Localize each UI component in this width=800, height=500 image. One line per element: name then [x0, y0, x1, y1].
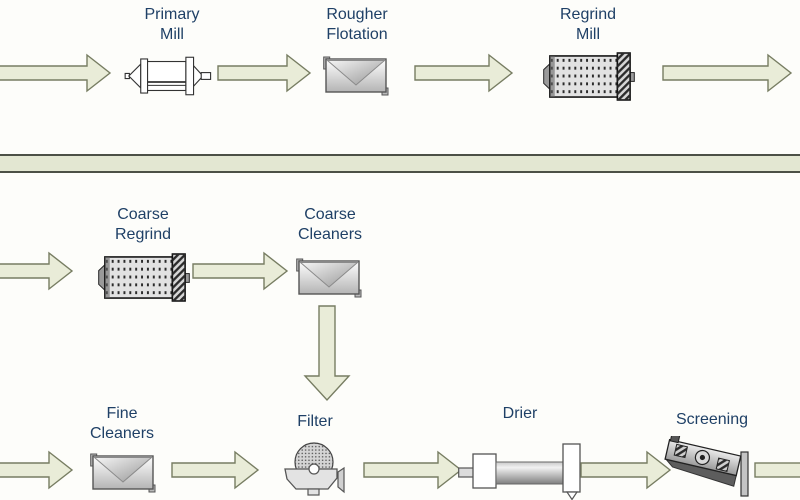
- node-label-fine-cleaners: Fine Cleaners: [89, 405, 155, 442]
- flow-arrow: [217, 53, 312, 93]
- rotary-drier-icon: [458, 432, 582, 500]
- flow-arrow: [363, 450, 463, 490]
- flow-arrow: [414, 53, 514, 93]
- flow-arrow: [171, 450, 260, 490]
- flotation-cell-icon: [90, 451, 156, 493]
- node-label-screening: Screening: [675, 411, 749, 428]
- flow-arrow: [0, 53, 112, 93]
- node-label-drier: Drier: [502, 405, 538, 422]
- ball-mill-icon: [124, 53, 212, 99]
- node-label-coarse-cleaners: Coarse Cleaners: [297, 206, 363, 243]
- node-label-primary-mill: Primary Mill: [144, 6, 200, 43]
- flow-arrow: [662, 53, 793, 93]
- node-label-coarse-regrind: Coarse Regrind: [114, 206, 172, 243]
- flotation-cell-icon: [296, 256, 362, 298]
- node-label-filter: Filter: [297, 413, 333, 430]
- flow-arrow: [0, 251, 74, 291]
- full-width-stream-bar: [0, 154, 800, 173]
- flow-arrow: [0, 450, 74, 490]
- flow-arrow-offpage: [754, 462, 800, 478]
- disc-filter-icon: [284, 442, 346, 498]
- vibrating-screen-icon: [664, 436, 750, 500]
- flow-arrow: [580, 450, 672, 490]
- flotation-cell-icon: [323, 54, 389, 96]
- node-label-rougher-flotation: Rougher Flotation: [326, 6, 388, 43]
- flow-arrow: [192, 251, 289, 291]
- flow-arrow-down: [303, 305, 351, 402]
- node-label-regrind-mill: Regrind Mill: [559, 6, 617, 43]
- regrind-mill-icon: [543, 49, 635, 104]
- regrind-mill-icon: [98, 250, 190, 305]
